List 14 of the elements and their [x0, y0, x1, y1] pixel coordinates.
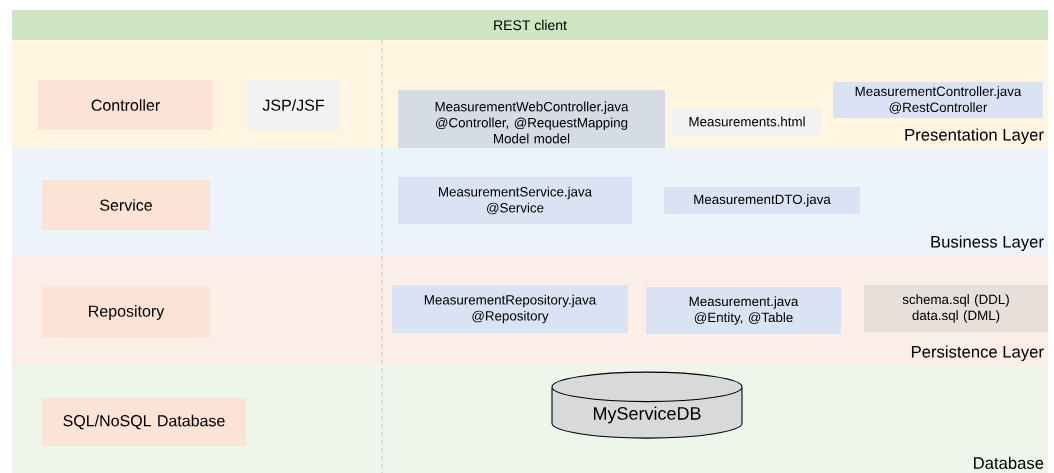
component-box: MeasurementDTO.java	[664, 187, 860, 214]
header-band: REST client	[12, 10, 1048, 40]
component-box: JSP/JSF	[247, 80, 340, 130]
component-box: MeasurementService.java @Service	[398, 177, 632, 224]
database-cylinder: MyServiceDB	[551, 371, 743, 439]
component-box: Service	[42, 180, 210, 230]
component-box: MeasurementController.java @RestController	[833, 82, 1043, 118]
component-box: Controller	[38, 80, 213, 130]
component-box: MeasurementRepository.java @Repository	[392, 285, 628, 333]
component-box: Measurements.html	[672, 108, 822, 135]
component-box: SQL/NoSQL Database	[42, 398, 246, 446]
component-box: Measurement.java @Entity, @Table	[646, 287, 841, 334]
component-box: Repository	[42, 287, 210, 338]
component-box: schema.sql (DDL) data.sql (DML)	[864, 285, 1048, 332]
